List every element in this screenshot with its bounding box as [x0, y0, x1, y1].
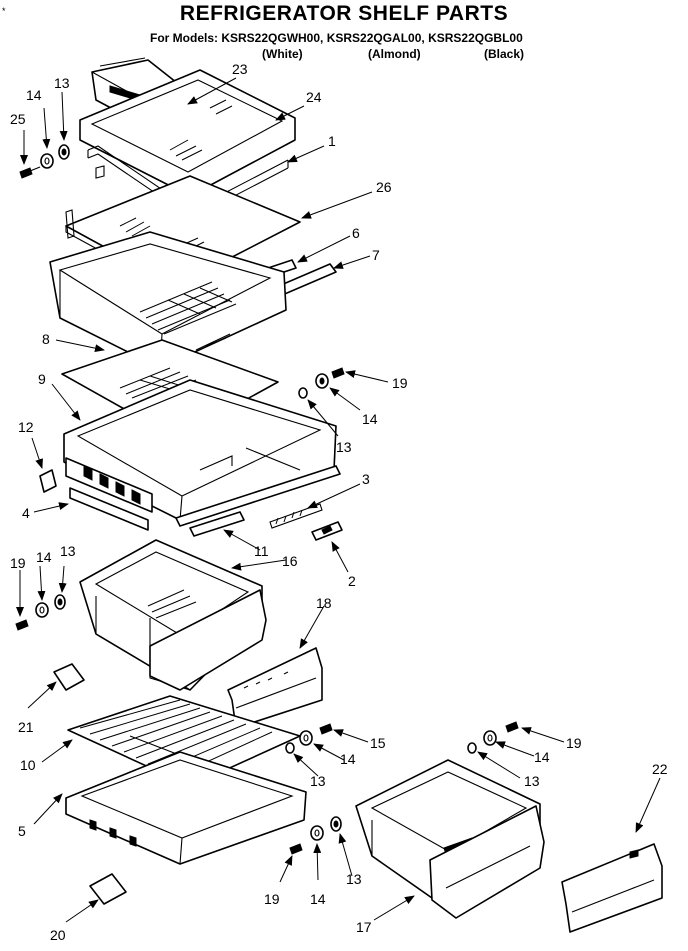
- hardware-washer-14b: [315, 373, 329, 389]
- callout-14: 14: [26, 87, 42, 103]
- part-21-bracket: [53, 663, 85, 691]
- part-2-humidity-control: [311, 521, 343, 541]
- corner-mark: *: [2, 6, 6, 16]
- hardware-spacer-13c: [54, 594, 66, 610]
- part-16-crisper-drawer: [79, 539, 267, 691]
- part-18-drawer-front: [227, 647, 323, 729]
- hardware-washer-14d: [299, 730, 313, 746]
- hardware-spacer-13e: [467, 742, 477, 754]
- hardware-screw-19c: [505, 721, 519, 733]
- callout-12: 12: [18, 419, 34, 435]
- callout-13: 13: [60, 543, 76, 559]
- hardware-spacer-13d: [285, 742, 295, 754]
- callout-14: 14: [310, 891, 326, 907]
- callout-4: 4: [22, 505, 30, 521]
- part-22-drawer-front: [561, 843, 663, 933]
- callout-9: 9: [38, 371, 46, 387]
- leader-lines: [16, 77, 661, 923]
- callout-13: 13: [524, 773, 540, 789]
- callout-14: 14: [534, 749, 550, 765]
- part-9-crisper-cover: [63, 379, 337, 521]
- callout-5: 5: [18, 823, 26, 839]
- callout-16: 16: [282, 553, 298, 569]
- hardware-washer-14f: [310, 825, 324, 841]
- part-17-meat-drawer: [355, 759, 545, 919]
- hardware-screw-19b: [15, 619, 29, 631]
- callout-22: 22: [652, 761, 668, 777]
- callout-14: 14: [362, 411, 378, 427]
- callout-14: 14: [36, 549, 52, 565]
- callout-20: 20: [50, 927, 66, 943]
- color-label-white: (White): [262, 47, 303, 61]
- callout-23: 23: [232, 61, 248, 77]
- hardware-washer-14c: [35, 602, 49, 618]
- callout-10: 10: [20, 757, 36, 773]
- part-24-shelf-frame: [79, 69, 296, 197]
- callout-6: 6: [352, 225, 360, 241]
- hardware-washer-14a: [40, 153, 54, 169]
- hardware-screw-25: [19, 166, 41, 179]
- hardware-spacer-13b: [298, 387, 308, 399]
- hardware-washer-14e: [483, 730, 497, 746]
- callout-1: 1: [328, 133, 336, 149]
- hardware-screw-15: [319, 723, 333, 735]
- callout-19: 19: [392, 375, 408, 391]
- color-label-black: (Black): [484, 47, 525, 61]
- color-label-almond: (Almond): [368, 47, 421, 61]
- callout-13: 13: [310, 773, 326, 789]
- callout-19: 19: [264, 891, 280, 907]
- hardware-screw-19a: [331, 367, 345, 379]
- callout-17: 17: [356, 919, 372, 935]
- callout-7: 7: [372, 247, 380, 263]
- part-11-rail: [189, 511, 245, 537]
- callout-13: 13: [346, 871, 362, 887]
- callout-8: 8: [42, 331, 50, 347]
- part-20-cap: [89, 873, 127, 905]
- page-title: REFRIGERATOR SHELF PARTS: [179, 2, 509, 25]
- crisper-cover-frame: [49, 231, 287, 369]
- callout-19: 19: [10, 555, 26, 571]
- hardware-screw-19d: [289, 843, 303, 855]
- part-4-vent-frame: [65, 457, 153, 531]
- callout-18: 18: [316, 595, 332, 611]
- callout-19: 19: [566, 735, 582, 751]
- callout-24: 24: [306, 89, 322, 105]
- callout-26: 26: [376, 179, 392, 195]
- part-12-clip: [39, 469, 57, 493]
- part-1-shelf-rail: [87, 145, 289, 219]
- part-5-shelf-frame: [65, 751, 307, 865]
- part-3-front-rail: [175, 465, 341, 529]
- callout-15: 15: [370, 735, 386, 751]
- callout-21: 21: [18, 719, 34, 735]
- callout-13: 13: [336, 439, 352, 455]
- model-list: For Models: KSRS22QGWH00, KSRS22QGAL00, …: [150, 31, 523, 45]
- callout-11: 11: [254, 543, 269, 559]
- callout-14: 14: [340, 751, 356, 767]
- callout-13: 13: [54, 75, 70, 91]
- hardware-spacer-13f: [330, 816, 342, 832]
- callout-3: 3: [362, 471, 370, 487]
- callout-25: 25: [10, 111, 26, 127]
- callout-labels: 23 24 14 13 25 1 26 6 7 8 9 19 14 13 12 …: [10, 61, 668, 943]
- hardware-spacer-13a: [58, 144, 70, 160]
- callout-2: 2: [348, 573, 356, 589]
